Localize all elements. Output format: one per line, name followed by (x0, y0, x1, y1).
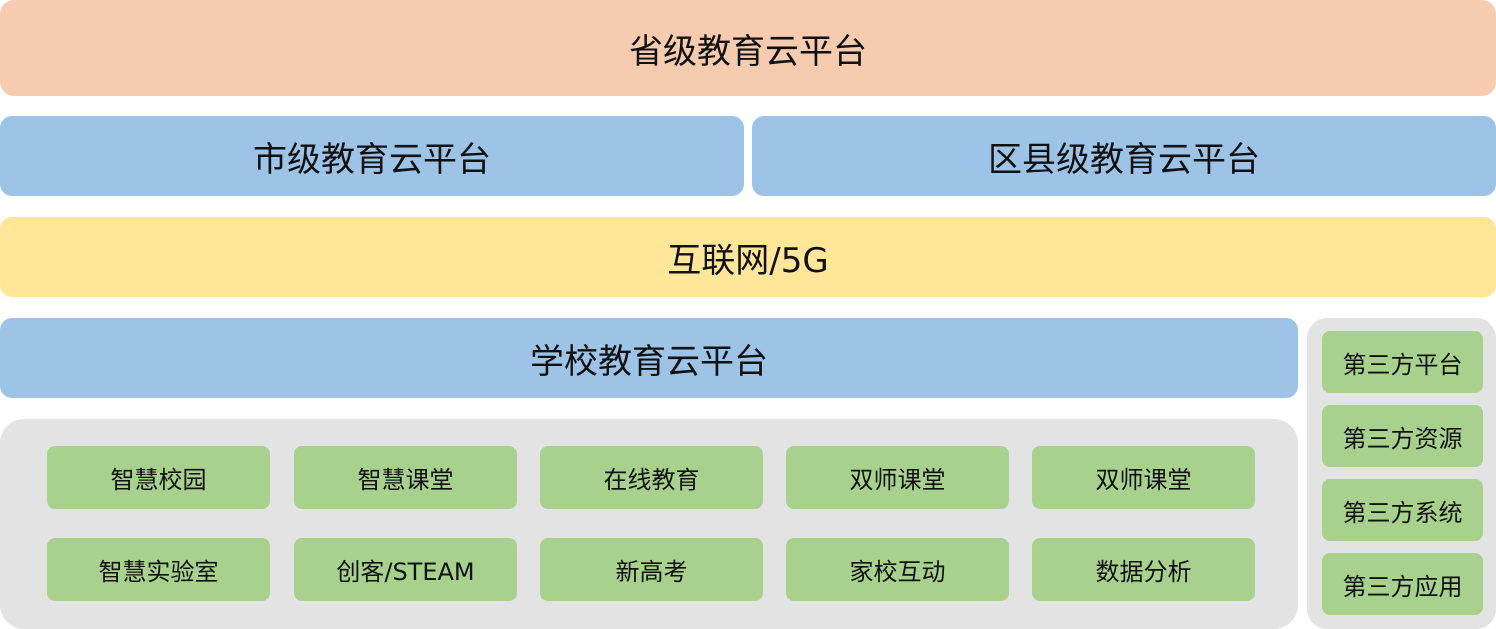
district-platform: 区县级教育云平台 (752, 116, 1496, 196)
third-party-platform: 第三方平台 (1322, 331, 1483, 393)
app-maker-steam: 创客/STEAM (294, 538, 517, 601)
app-label: 家校互动 (849, 558, 946, 586)
third-party-label: 第三方系统 (1342, 498, 1463, 527)
third-party-resources: 第三方资源 (1322, 405, 1483, 467)
third-party-system: 第三方系统 (1322, 479, 1483, 541)
province-platform-label: 省级教育云平台 (629, 31, 867, 72)
app-label: 创客/STEAM (336, 558, 475, 586)
province-platform: 省级教育云平台 (0, 0, 1496, 96)
app-new-gaokao: 新高考 (540, 538, 763, 601)
app-label: 在线教育 (603, 466, 700, 494)
app-label: 双师课堂 (849, 466, 946, 494)
third-party-label: 第三方应用 (1342, 572, 1463, 601)
school-platform: 学校教育云平台 (0, 318, 1298, 398)
third-party-label: 第三方资源 (1342, 424, 1463, 453)
app-label: 智慧校园 (110, 466, 207, 494)
app-dual-teacher-classroom-2: 双师课堂 (1032, 446, 1255, 509)
third-party-label: 第三方平台 (1342, 350, 1463, 379)
district-platform-label: 区县级教育云平台 (988, 139, 1260, 180)
app-label: 数据分析 (1095, 558, 1192, 586)
app-dual-teacher-classroom: 双师课堂 (786, 446, 1009, 509)
app-home-school-interaction: 家校互动 (786, 538, 1009, 601)
app-online-education: 在线教育 (540, 446, 763, 509)
app-smart-lab: 智慧实验室 (47, 538, 270, 601)
city-platform-label: 市级教育云平台 (253, 139, 491, 180)
app-label: 新高考 (615, 558, 688, 586)
app-label: 双师课堂 (1095, 466, 1192, 494)
third-party-application: 第三方应用 (1322, 553, 1483, 615)
app-label: 智慧实验室 (98, 558, 219, 586)
school-platform-label: 学校教育云平台 (530, 341, 768, 382)
city-platform: 市级教育云平台 (0, 116, 744, 196)
network-label: 互联网/5G (667, 240, 829, 281)
app-data-analysis: 数据分析 (1032, 538, 1255, 601)
app-smart-campus: 智慧校园 (47, 446, 270, 509)
app-label: 智慧课堂 (357, 466, 454, 494)
app-smart-classroom: 智慧课堂 (294, 446, 517, 509)
network-layer: 互联网/5G (0, 217, 1496, 297)
